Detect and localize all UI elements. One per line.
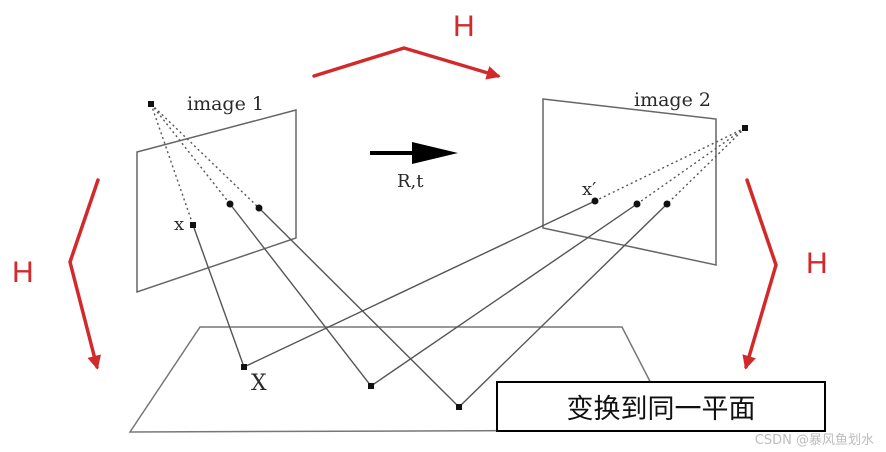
caption-box: 变换到同一平面: [496, 381, 826, 432]
h-label-top: H: [453, 10, 475, 43]
point-x-prime-label: x′: [582, 179, 596, 200]
watermark: CSDN @暴风鱼划水: [754, 433, 874, 448]
image1-point-2: [226, 200, 234, 208]
image1-label: image 1: [187, 93, 264, 115]
world-point-2: [368, 383, 374, 389]
motion-label: R,t: [397, 171, 424, 192]
image2-label: image 2: [634, 89, 711, 111]
homography-arrows: [68, 46, 778, 370]
motion-arrow-head: [412, 142, 458, 164]
point-x-label: x: [174, 214, 184, 235]
image1-plane: [136, 109, 297, 294]
world-point-X-marker: [241, 364, 247, 370]
homography-arrow-left: [68, 178, 101, 370]
caption-text: 变换到同一平面: [566, 394, 756, 425]
point-x-prime-marker: [591, 197, 599, 205]
point-X-label: X: [251, 371, 267, 396]
camera1-rays: [150, 103, 460, 408]
image1-point-3: [255, 204, 263, 212]
points: [148, 101, 748, 410]
world-point-3: [456, 404, 462, 410]
camera2-rays: [243, 127, 746, 408]
image2-point-3: [663, 200, 671, 208]
image2-plane: [542, 98, 717, 266]
point-x-marker: [190, 222, 196, 228]
h-label-left: H: [12, 256, 34, 289]
camera1-center-point: [148, 101, 154, 107]
h-label-right: H: [806, 247, 828, 280]
camera2-center-point: [742, 125, 748, 131]
homography-arrow-right: [742, 178, 778, 370]
image2-point-2: [633, 200, 641, 208]
homography-arrow-top: [312, 46, 501, 80]
